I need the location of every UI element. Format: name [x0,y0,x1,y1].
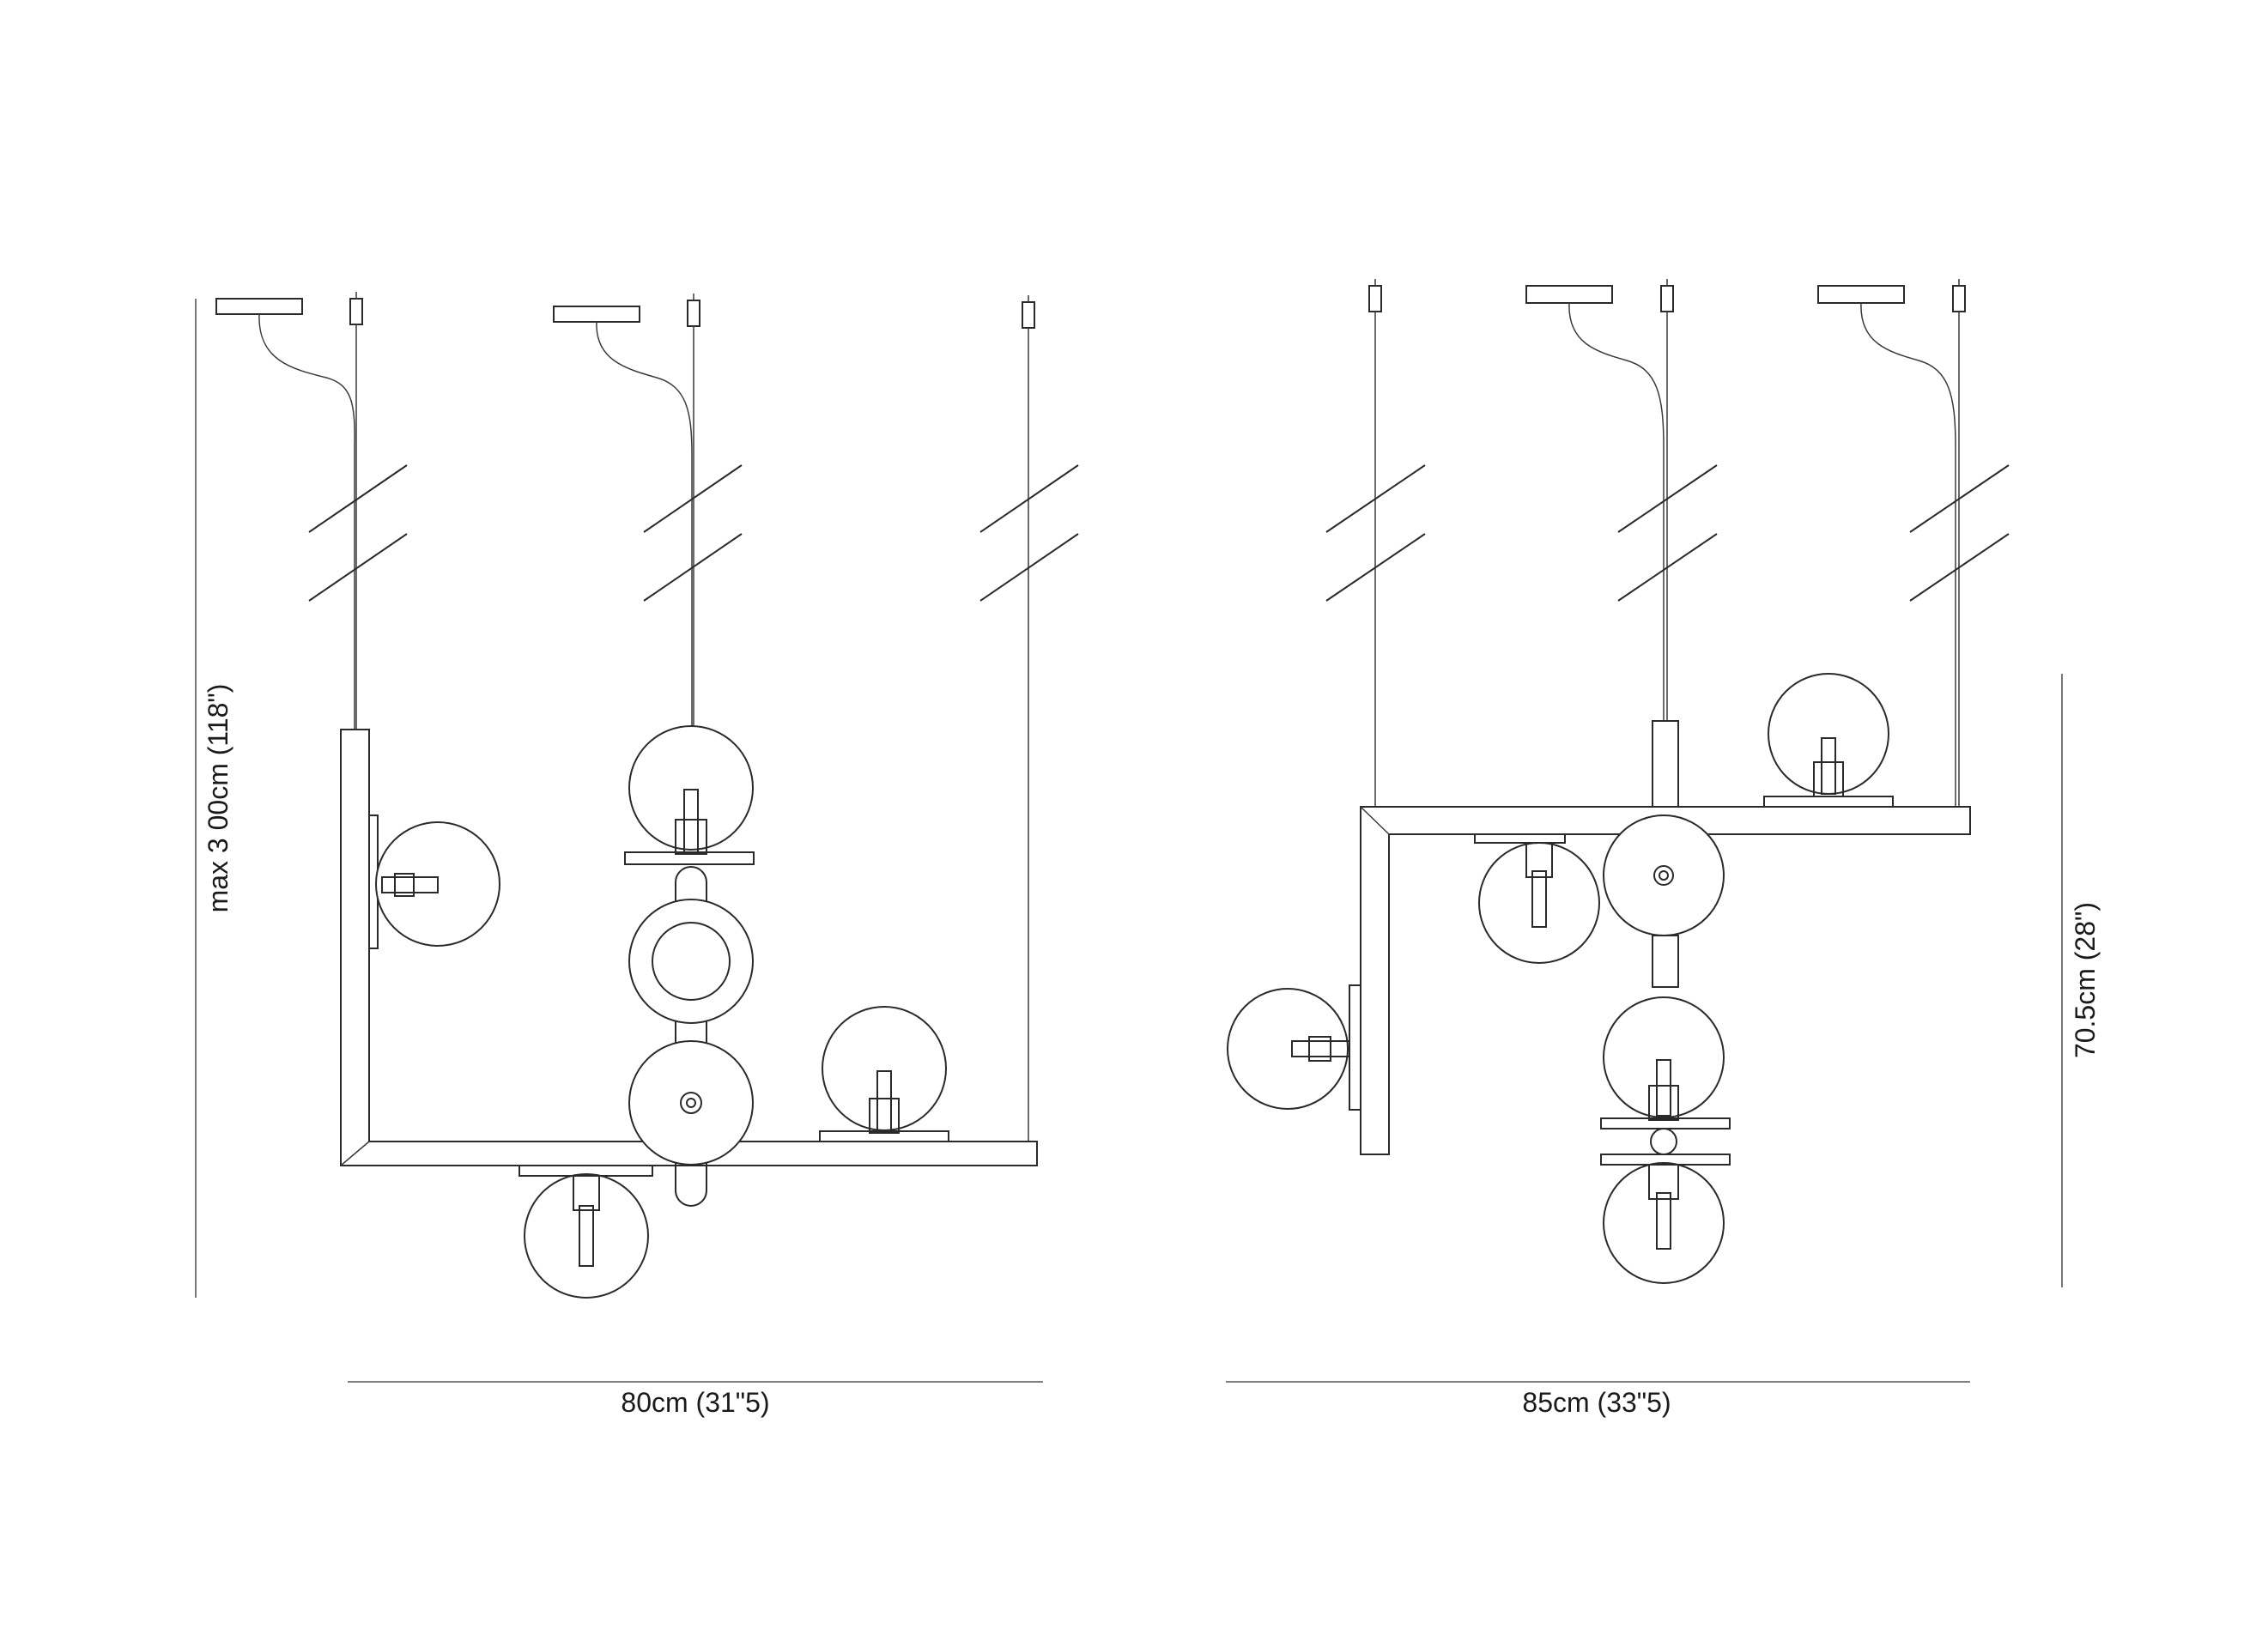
power-cable-4 [1860,302,1956,807]
suspension-fixture-3 [1022,295,1035,1142]
break-marks-right [1325,464,2010,602]
globe-lamp-top-right [1763,673,1894,808]
right-view [1226,279,2063,1383]
ceiling-canopy-3 [1525,285,1613,304]
connector-ball [1650,1128,1677,1155]
power-cable-3 [1568,302,1665,721]
left-height-label: max 3 00cm (118") [203,684,233,913]
globe-lamp-bottom-right [1603,1162,1725,1284]
power-cable-2 [596,321,693,736]
suspension-fixture-6 [1952,279,1966,807]
central-column-right [1652,935,1679,988]
ceiling-canopy-2 [553,306,640,323]
left-view [195,292,1079,1383]
globe-lamp-side-right [1227,984,1361,1111]
globe-lamp-middle [1600,996,1731,1129]
ring-element [628,899,754,1024]
break-marks [308,464,1079,602]
ceiling-canopy-1 [215,298,303,315]
suspension-fixture-2 [687,294,700,736]
globe-lamp-top [624,725,755,865]
power-cable-1 [258,313,355,730]
top-stem [1652,720,1679,808]
ceiling-canopy-4 [1817,285,1905,304]
suspension-fixture-4 [1368,279,1382,807]
left-width-label: 80cm (31"5) [621,1387,769,1418]
suspension-fixture-1 [349,292,363,730]
globe-lamp-right [819,1006,949,1142]
globe-lamp-bottom [518,1165,653,1299]
disc-element-right [1603,814,1725,936]
suspension-fixture-5 [1660,279,1674,721]
globe-lamp-side [375,821,500,947]
right-height-label: 70.5cm (28") [2070,902,2101,1058]
globe-lamp-under-arm [1474,833,1600,964]
right-width-label: 85cm (33"5) [1522,1387,1671,1418]
disc-element [628,1040,754,1166]
central-column [675,866,707,1207]
